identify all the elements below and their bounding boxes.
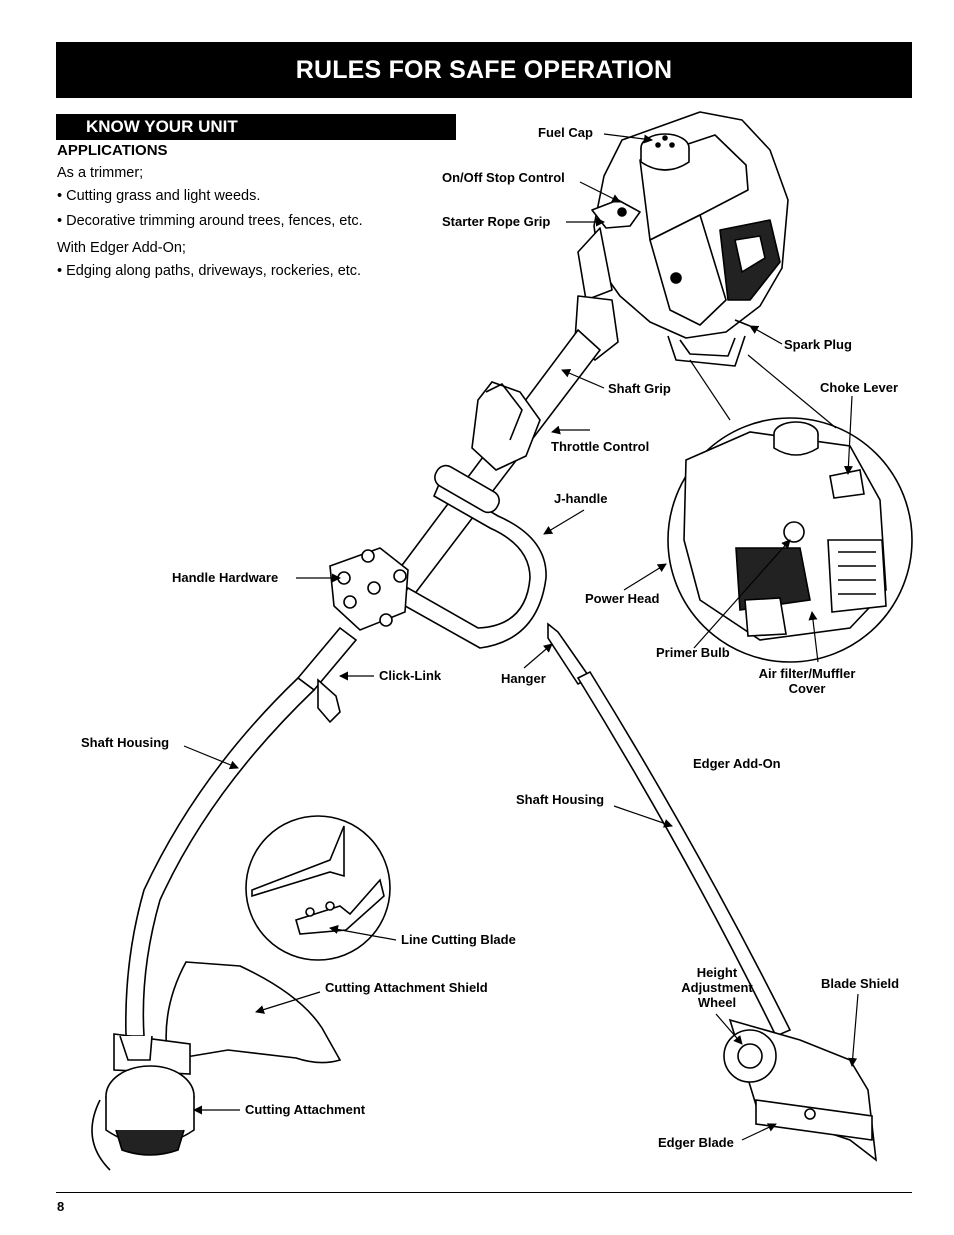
label-click-link: Click-Link bbox=[379, 668, 442, 683]
label-line-cutting-blade: Line Cutting Blade bbox=[401, 932, 516, 947]
label-edger-add-on: Edger Add-On bbox=[693, 756, 781, 771]
label-cutting-attachment-shield: Cutting Attachment Shield bbox=[325, 980, 488, 995]
power-head-drawing bbox=[574, 111, 789, 367]
section-title: KNOW YOUR UNIT bbox=[56, 114, 456, 140]
label-choke-lever: Choke Lever bbox=[820, 380, 898, 395]
applications-line: • Decorative trimming around trees, fenc… bbox=[57, 213, 363, 229]
edger-add-on-drawing bbox=[547, 622, 878, 1162]
label-height-adjustment-wheel: Height bbox=[697, 965, 738, 980]
label-height-adjustment-wheel: Wheel bbox=[698, 995, 736, 1010]
label-air-filter-cover: Cover bbox=[789, 681, 826, 696]
page-number: 8 bbox=[57, 1199, 65, 1214]
label-fuel-cap: Fuel Cap bbox=[538, 125, 593, 140]
label-blade-shield: Blade Shield bbox=[821, 976, 899, 991]
label-j-handle: J-handle bbox=[554, 491, 607, 506]
label-hanger: Hanger bbox=[501, 671, 546, 686]
upper-shaft-drawing bbox=[386, 328, 602, 602]
label-edger-blade: Edger Blade bbox=[658, 1135, 734, 1150]
cutting-head-drawing bbox=[91, 961, 342, 1171]
page-title: RULES FOR SAFE OPERATION bbox=[56, 42, 912, 98]
applications-line: • Edging along paths, driveways, rockeri… bbox=[57, 263, 362, 279]
label-air-filter: Air filter/Muffler bbox=[759, 666, 856, 681]
label-shaft-grip: Shaft Grip bbox=[608, 381, 671, 396]
label-power-head: Power Head bbox=[585, 591, 659, 606]
label-on-off-stop-control: On/Off Stop Control bbox=[442, 170, 565, 185]
applications-line: As a trimmer; bbox=[57, 165, 144, 181]
applications-line: • Cutting grass and light weeds. bbox=[57, 188, 261, 204]
label-shaft-housing-left: Shaft Housing bbox=[81, 735, 169, 750]
label-height-adjustment-wheel: Adjustment bbox=[681, 980, 753, 995]
label-throttle-control: Throttle Control bbox=[551, 439, 649, 454]
label-starter-rope-grip: Starter Rope Grip bbox=[442, 214, 550, 229]
label-cutting-attachment: Cutting Attachment bbox=[245, 1102, 366, 1117]
applications-heading: APPLICATIONS bbox=[57, 142, 168, 159]
label-handle-hardware: Handle Hardware bbox=[172, 570, 278, 585]
label-primer-bulb: Primer Bulb bbox=[656, 645, 730, 660]
label-shaft-housing-right: Shaft Housing bbox=[516, 792, 604, 807]
line-cutting-blade-detail bbox=[245, 815, 391, 961]
label-spark-plug: Spark Plug bbox=[784, 337, 852, 352]
handle-hardware-drawing bbox=[329, 547, 409, 631]
applications-line: With Edger Add-On; bbox=[57, 240, 186, 256]
footer-rule bbox=[56, 1192, 912, 1193]
